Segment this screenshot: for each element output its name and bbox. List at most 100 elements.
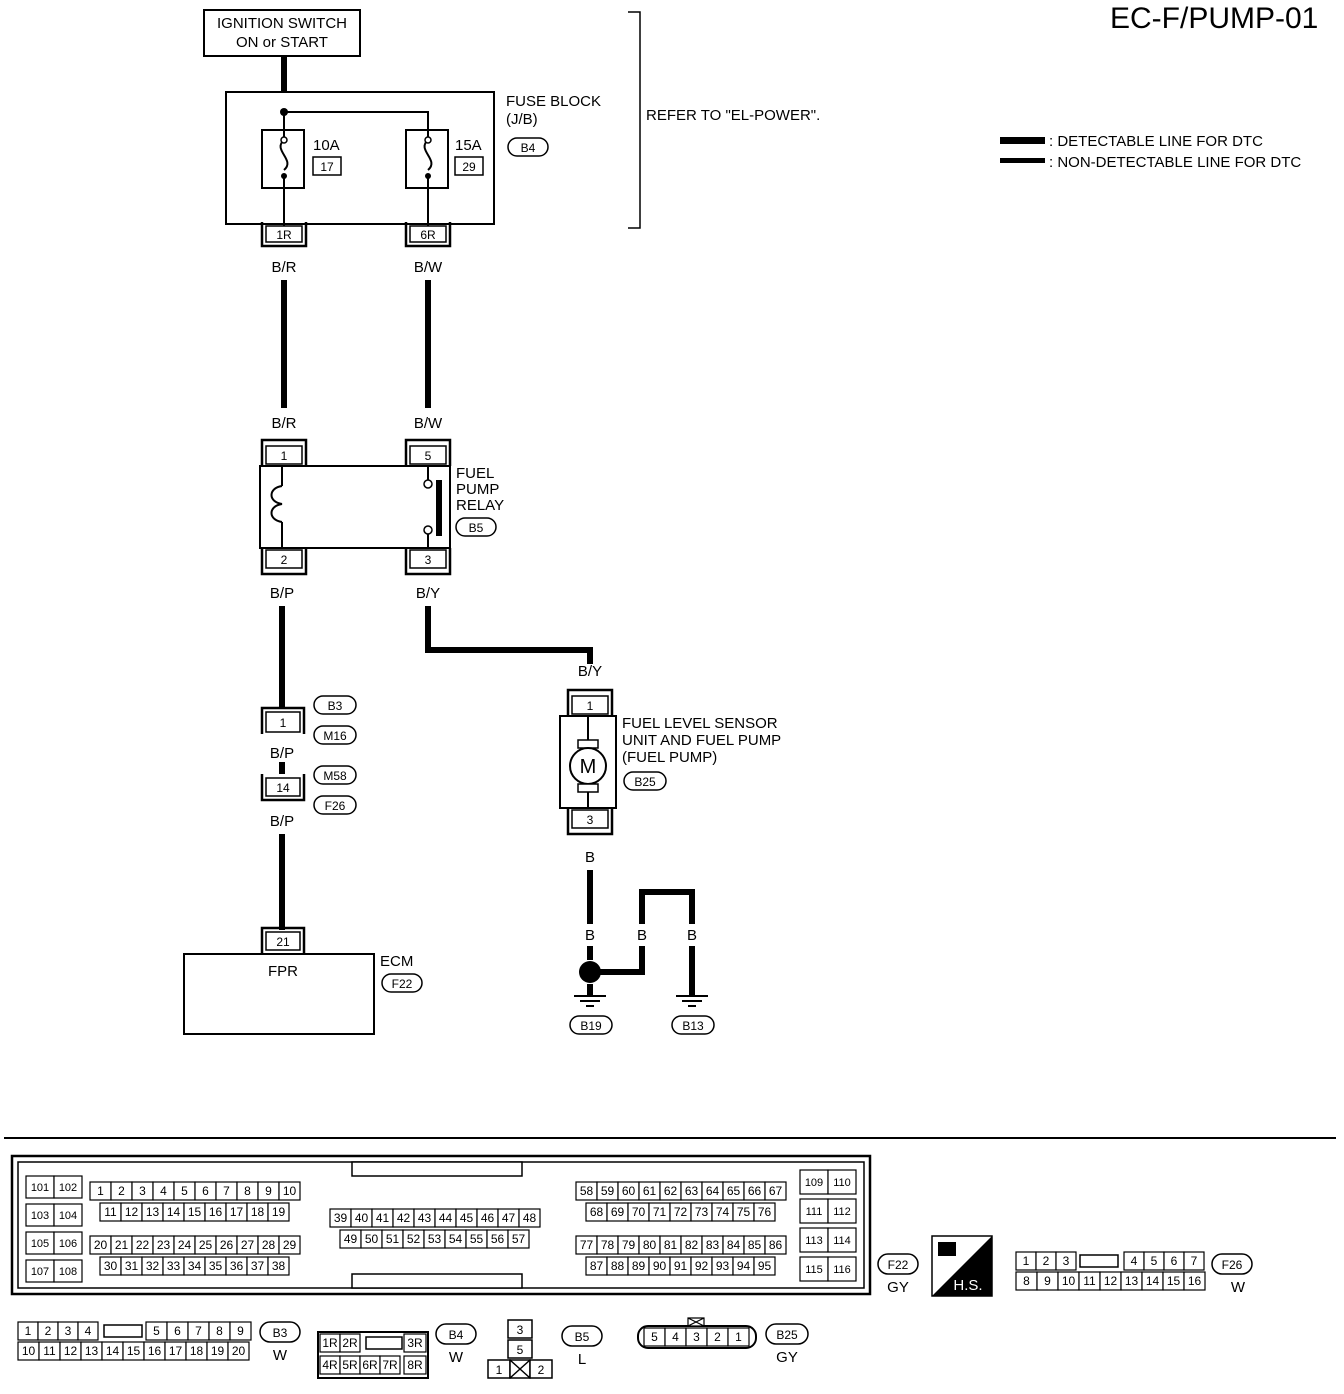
relay-coil bbox=[270, 485, 283, 523]
pin-number: 18 bbox=[251, 1205, 265, 1219]
pin-cell bbox=[827, 1256, 857, 1282]
pin-cell bbox=[727, 1327, 750, 1347]
pin-number: 79 bbox=[622, 1238, 636, 1252]
page-title: EC-F/PUMP-01 bbox=[1110, 2, 1318, 35]
pin-number: 92 bbox=[695, 1259, 709, 1273]
relay-pin-3: 3 bbox=[425, 553, 432, 567]
pin-number: 2 bbox=[1043, 1254, 1050, 1268]
pin-number: 9 bbox=[1044, 1274, 1051, 1288]
pin-number: 44 bbox=[439, 1211, 453, 1225]
wire-b-loop bbox=[639, 889, 695, 924]
fuse-10a-rating: 10A bbox=[313, 137, 340, 154]
pin-number: 7 bbox=[223, 1184, 230, 1198]
f26-id: F26 bbox=[1222, 1258, 1243, 1272]
pin-number: 32 bbox=[146, 1259, 160, 1273]
pin-number: 4 bbox=[85, 1324, 92, 1338]
pin-number: 38 bbox=[272, 1259, 286, 1273]
pin-number: 88 bbox=[611, 1259, 625, 1273]
pin-number: 93 bbox=[716, 1259, 730, 1273]
pin-number: 81 bbox=[664, 1238, 678, 1252]
joint1-conn-a: B3 bbox=[328, 699, 343, 713]
pin-number: 5 bbox=[651, 1330, 658, 1344]
pin-number: 104 bbox=[59, 1210, 77, 1222]
pin-number: 1 bbox=[97, 1184, 104, 1198]
pin-number: 1 bbox=[735, 1330, 742, 1344]
fuse-block: 10A 17 15A 29 FUSE BLOCK (J/B) B4 1R 6R bbox=[225, 91, 601, 248]
pin-cell bbox=[339, 1333, 361, 1353]
pin-number: 6 bbox=[174, 1324, 181, 1338]
b5-id: B5 bbox=[575, 1330, 590, 1344]
pin-number: 33 bbox=[167, 1259, 181, 1273]
b3-color: W bbox=[273, 1347, 288, 1364]
pin-number: 12 bbox=[125, 1205, 139, 1219]
pin-number: 67 bbox=[769, 1184, 783, 1198]
pin-number: 1 bbox=[1023, 1254, 1030, 1268]
pin-cell bbox=[507, 1229, 530, 1249]
pin-number: 15 bbox=[188, 1205, 202, 1219]
pin-number: 27 bbox=[241, 1238, 255, 1252]
pin-cell bbox=[278, 1235, 301, 1255]
pin-number: 31 bbox=[125, 1259, 139, 1273]
wire-by bbox=[425, 606, 593, 664]
pin-cell bbox=[278, 1181, 301, 1201]
pump-pin-3: 3 bbox=[587, 813, 594, 827]
legend: : DETECTABLE LINE FOR DTC : NON-DETECTAB… bbox=[1000, 133, 1301, 171]
ecm-connector: F22 bbox=[392, 977, 413, 991]
pin-number: 68 bbox=[590, 1205, 604, 1219]
pin-number: 11 bbox=[104, 1205, 117, 1219]
pin-number: 25 bbox=[199, 1238, 213, 1252]
pin-number: 24 bbox=[178, 1238, 192, 1252]
ecm-pin-21: 21 bbox=[276, 935, 290, 949]
pin-number: 42 bbox=[397, 1211, 411, 1225]
b3-id: B3 bbox=[273, 1326, 288, 1340]
pin-cell bbox=[379, 1355, 401, 1375]
b5-color: L bbox=[578, 1351, 586, 1368]
pin-number: 58 bbox=[580, 1184, 594, 1198]
motor-label: M bbox=[580, 756, 597, 778]
pin-number: 8 bbox=[216, 1324, 223, 1338]
pin-number: 50 bbox=[365, 1232, 379, 1246]
pin-number: 114 bbox=[833, 1235, 851, 1247]
pump-label-1: FUEL LEVEL SENSOR bbox=[622, 715, 778, 732]
pin-number: 108 bbox=[59, 1266, 77, 1278]
detectable-line-swatch bbox=[1000, 137, 1045, 144]
fuse-block-connector: B4 bbox=[521, 141, 536, 155]
pin-number: 116 bbox=[833, 1264, 851, 1276]
pin-number: 3 bbox=[65, 1324, 72, 1338]
pin-cell bbox=[403, 1355, 427, 1375]
pin-number: 84 bbox=[727, 1238, 741, 1252]
refer-bracket bbox=[628, 11, 641, 229]
relay-label-3: RELAY bbox=[456, 497, 504, 514]
pin-number: 16 bbox=[1188, 1274, 1202, 1288]
pin-number: 4 bbox=[160, 1184, 167, 1198]
pin-number: 3R bbox=[407, 1336, 423, 1350]
relay-pin-5: 5 bbox=[425, 449, 432, 463]
b5-pin-mid: 5 bbox=[517, 1343, 524, 1357]
blank-cavity-icon bbox=[509, 1359, 531, 1379]
pin-cell bbox=[1183, 1251, 1205, 1271]
pump-pin-1: 1 bbox=[587, 699, 594, 713]
wire-label-bw-top: B/W bbox=[414, 259, 443, 276]
pin-cell bbox=[799, 1256, 829, 1282]
f22-id: F22 bbox=[888, 1258, 909, 1272]
b25-color: GY bbox=[776, 1349, 798, 1366]
pin-number: 8R bbox=[407, 1358, 423, 1372]
connector-view-b5: 3 5 1 2 B5 L bbox=[487, 1319, 603, 1379]
pin-number: 11 bbox=[43, 1344, 56, 1358]
joint2-conn-a: M58 bbox=[323, 769, 347, 783]
fuel-pump-relay: 1 5 2 3 FUEL PUMP RELAY B5 bbox=[259, 438, 504, 576]
ground-b19: B19 bbox=[569, 995, 613, 1035]
lock-tab-icon bbox=[687, 1317, 705, 1327]
f22-color: GY bbox=[887, 1279, 909, 1296]
pin-number: 13 bbox=[85, 1344, 99, 1358]
pin-number: 56 bbox=[491, 1232, 505, 1246]
pin-number: 9 bbox=[237, 1324, 244, 1338]
pin-number: 12 bbox=[1104, 1274, 1118, 1288]
pin-number: 94 bbox=[737, 1259, 751, 1273]
pin-number: 64 bbox=[706, 1184, 720, 1198]
pin-number: 49 bbox=[344, 1232, 358, 1246]
pin-number: 13 bbox=[1125, 1274, 1139, 1288]
